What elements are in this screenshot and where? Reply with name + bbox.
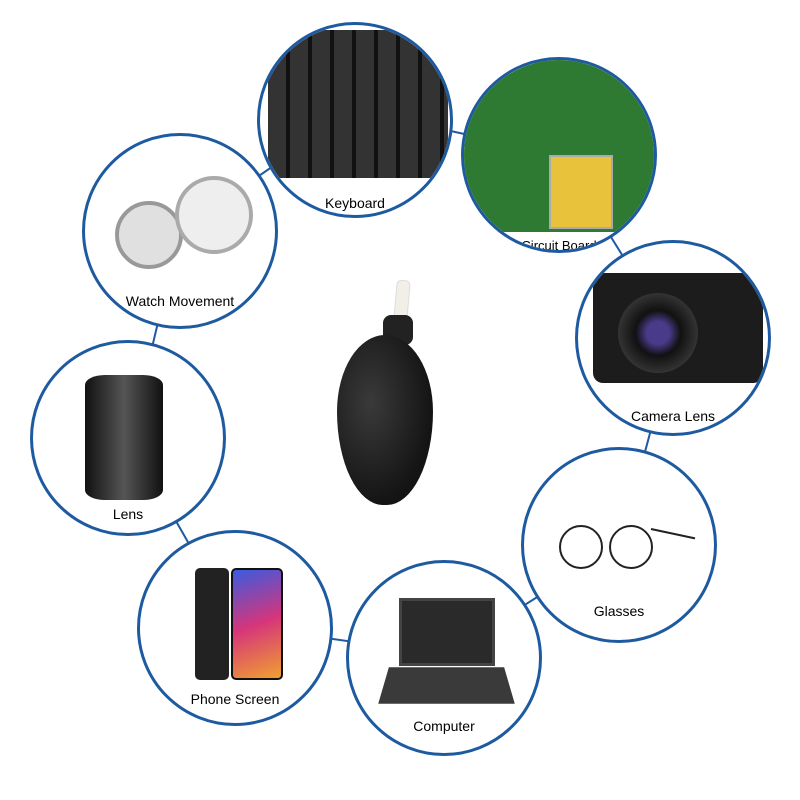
air-blower-bulb-icon bbox=[335, 279, 435, 505]
lens-circle: Lens bbox=[30, 340, 226, 536]
circuit-board-icon bbox=[464, 60, 654, 232]
camera-icon bbox=[593, 273, 763, 383]
glasses-icon bbox=[559, 520, 699, 580]
lens-icon bbox=[85, 375, 163, 500]
lens-label: Lens bbox=[112, 506, 144, 522]
phone-screen-circle: Phone Screen bbox=[137, 530, 333, 726]
phone-screen-label: Phone Screen bbox=[190, 691, 280, 707]
camera-lens-label: Camera Lens bbox=[630, 408, 716, 424]
keyboard-circle: Keyboard bbox=[257, 22, 453, 218]
keyboard-icon bbox=[268, 30, 448, 178]
circuit-board-label: Circuit Board bbox=[521, 238, 597, 253]
keyboard-label: Keyboard bbox=[325, 195, 385, 211]
camera-lens-circle: Camera Lens bbox=[575, 240, 771, 436]
computer-label: Computer bbox=[413, 718, 475, 734]
phone-icon bbox=[195, 568, 283, 683]
glasses-label: Glasses bbox=[593, 603, 645, 619]
watch-movement-circle: Watch Movement bbox=[82, 133, 278, 329]
watch-movement-label: Watch Movement bbox=[125, 293, 235, 309]
glasses-circle: Glasses bbox=[521, 447, 717, 643]
laptop-icon bbox=[378, 598, 515, 713]
computer-circle: Computer bbox=[346, 560, 542, 756]
watch-icon bbox=[105, 166, 255, 276]
circuit-board-circle: Circuit Board bbox=[461, 57, 657, 253]
